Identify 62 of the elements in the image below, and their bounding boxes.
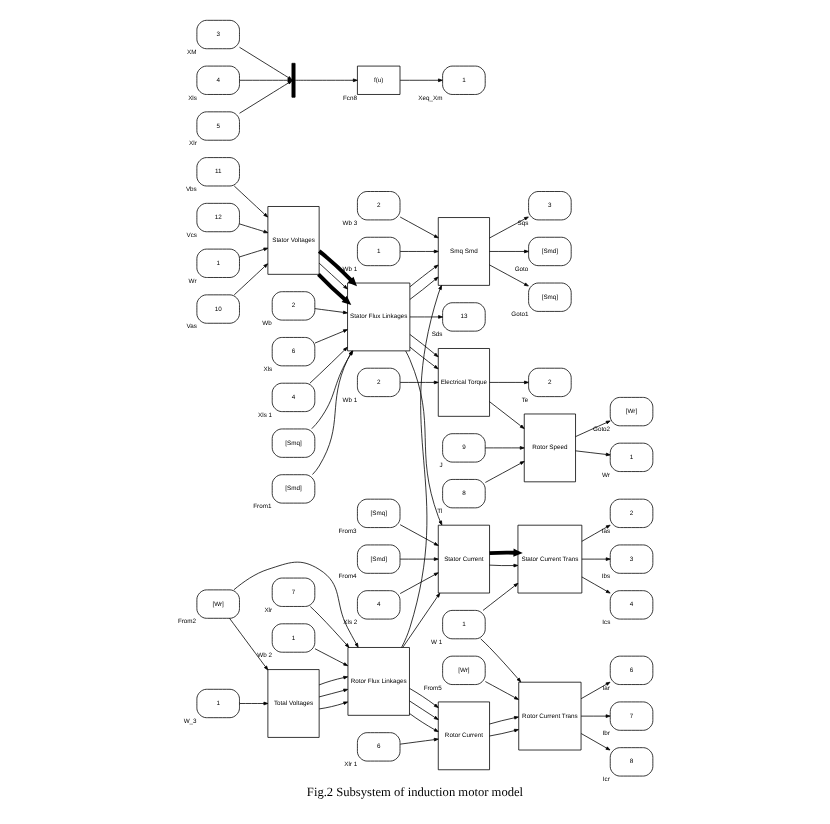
arrow [399,737,439,745]
arrow [229,617,269,671]
arrow [409,334,439,358]
arrow [580,681,611,700]
arrow [489,716,519,725]
arrow [233,561,359,648]
arrow [489,401,525,429]
arrow [409,688,439,708]
arrow [580,733,611,751]
arrow [409,713,439,733]
arrow [314,308,348,315]
arrow [239,223,269,234]
arrow [489,216,529,239]
arrow [233,185,268,218]
arrow [239,247,269,258]
arrow [314,329,348,344]
arrow [409,264,439,288]
arrow [399,524,439,546]
arrow [405,350,443,526]
arrow [484,461,525,483]
arrow [318,675,349,686]
arrow [575,420,611,437]
arrow [233,263,268,296]
arrow [399,78,443,83]
arrow [581,557,611,561]
arrow [318,262,348,290]
arrow [581,576,611,594]
arrow [294,78,358,83]
arrow [489,728,519,737]
arrow [480,638,522,683]
arrow [409,276,439,300]
arrow [484,681,519,700]
arrow [581,524,611,542]
arrow [575,450,611,457]
arrow [314,648,349,667]
node-bar [291,62,296,98]
arrow [489,380,529,385]
arrow [318,701,349,710]
arrow [402,592,441,648]
arrow [399,572,439,594]
arrow [239,701,269,706]
arrow [401,285,442,648]
arrow [239,80,293,114]
arrow [317,249,357,287]
arrow [580,714,611,718]
arrow [399,249,439,254]
arrow [489,563,519,568]
arrow [489,548,523,557]
arrow [489,264,529,287]
arrow [399,380,439,385]
arrow [318,688,349,698]
arrow [482,582,519,611]
arrow [309,606,350,648]
arrow [409,315,443,319]
arrow [409,346,439,370]
arrow [309,346,348,384]
arrow [317,273,352,305]
arrow [399,557,439,561]
arrow [489,249,529,254]
arrow [409,700,439,720]
arrow [399,216,439,239]
arrow [484,446,525,450]
